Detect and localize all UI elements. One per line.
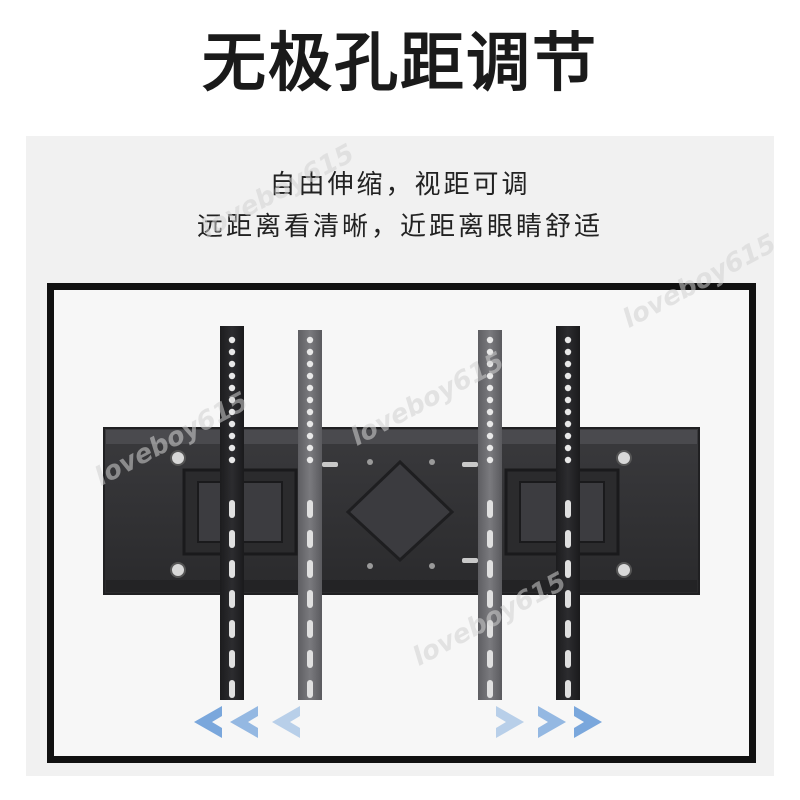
subtitle-line-2: 远距离看清晰，近距离眼睛舒适: [196, 212, 603, 242]
bolts: [170, 450, 632, 578]
arm-hole: [228, 420, 236, 428]
arm-hole: [486, 408, 494, 416]
arm-hole: [564, 420, 572, 428]
arm-slot: [487, 530, 493, 548]
arm-slot: [487, 620, 493, 638]
arm-hole: [564, 372, 572, 380]
arm-hole: [228, 396, 236, 404]
arm-hole: [306, 444, 314, 452]
arm-slot: [565, 620, 571, 638]
arm-slot: [565, 530, 571, 548]
arm-slot: [565, 650, 571, 668]
arm-hole: [564, 456, 572, 464]
arm-hole: [564, 432, 572, 440]
arm-slot: [229, 650, 235, 668]
arm-slot: [565, 590, 571, 608]
arm-hole: [228, 348, 236, 356]
arm-hole: [306, 408, 314, 416]
arm-hole: [228, 336, 236, 344]
arm-hole: [486, 384, 494, 392]
arm-hole: [486, 396, 494, 404]
arm-hole: [486, 432, 494, 440]
arm-slot: [229, 530, 235, 548]
arm-slot: [229, 500, 235, 518]
arm-slot: [307, 590, 313, 608]
arm-hole: [306, 396, 314, 404]
arm-hole: [486, 372, 494, 380]
subtitle-line-1: 自由伸缩，视距可调: [269, 170, 531, 200]
arm-hole: [486, 348, 494, 356]
arm-slot: [229, 590, 235, 608]
arm-hole: [564, 396, 572, 404]
arm-slot: [307, 560, 313, 578]
arrow-right-icon: [496, 706, 602, 738]
arm-hole: [228, 456, 236, 464]
arm-hole: [228, 444, 236, 452]
arm-slot: [487, 650, 493, 668]
arm-slot: [565, 680, 571, 698]
arm-slot: [229, 680, 235, 698]
arm-hole: [306, 456, 314, 464]
arm-hole: [306, 372, 314, 380]
arm-slot: [307, 680, 313, 698]
arm-hole: [486, 336, 494, 344]
arm-hole: [306, 432, 314, 440]
arm-hole: [228, 432, 236, 440]
arm-hole: [564, 348, 572, 356]
page-title: 无极孔距调节: [202, 27, 598, 101]
arm-holes: [228, 336, 572, 698]
arm-slot: [307, 500, 313, 518]
arm-hole: [228, 372, 236, 380]
arm-slot: [565, 500, 571, 518]
arm-slot: [487, 500, 493, 518]
arm-slot: [307, 650, 313, 668]
arm-hole: [564, 336, 572, 344]
arm-hole: [306, 360, 314, 368]
arm-hole: [306, 348, 314, 356]
arm-slot: [229, 620, 235, 638]
arm-hole: [306, 336, 314, 344]
arm-hole: [228, 408, 236, 416]
arm-hole: [486, 360, 494, 368]
arm-hole: [564, 384, 572, 392]
arm-hole: [564, 444, 572, 452]
arm-hole: [228, 384, 236, 392]
wall-plate: [103, 427, 700, 595]
arm-hole: [306, 420, 314, 428]
arm-hole: [228, 360, 236, 368]
arm-slot: [487, 590, 493, 608]
arm-hole: [564, 408, 572, 416]
arm-hole: [306, 384, 314, 392]
arm-slot: [487, 560, 493, 578]
arm-slot: [229, 560, 235, 578]
arm-hole: [486, 456, 494, 464]
arm-slot: [565, 560, 571, 578]
arm-slot: [307, 620, 313, 638]
arrow-left-icon: [194, 706, 300, 738]
arm-slot: [487, 680, 493, 698]
arm-hole: [486, 444, 494, 452]
arm-hole: [564, 360, 572, 368]
arm-hole: [486, 420, 494, 428]
arm-slot: [307, 530, 313, 548]
